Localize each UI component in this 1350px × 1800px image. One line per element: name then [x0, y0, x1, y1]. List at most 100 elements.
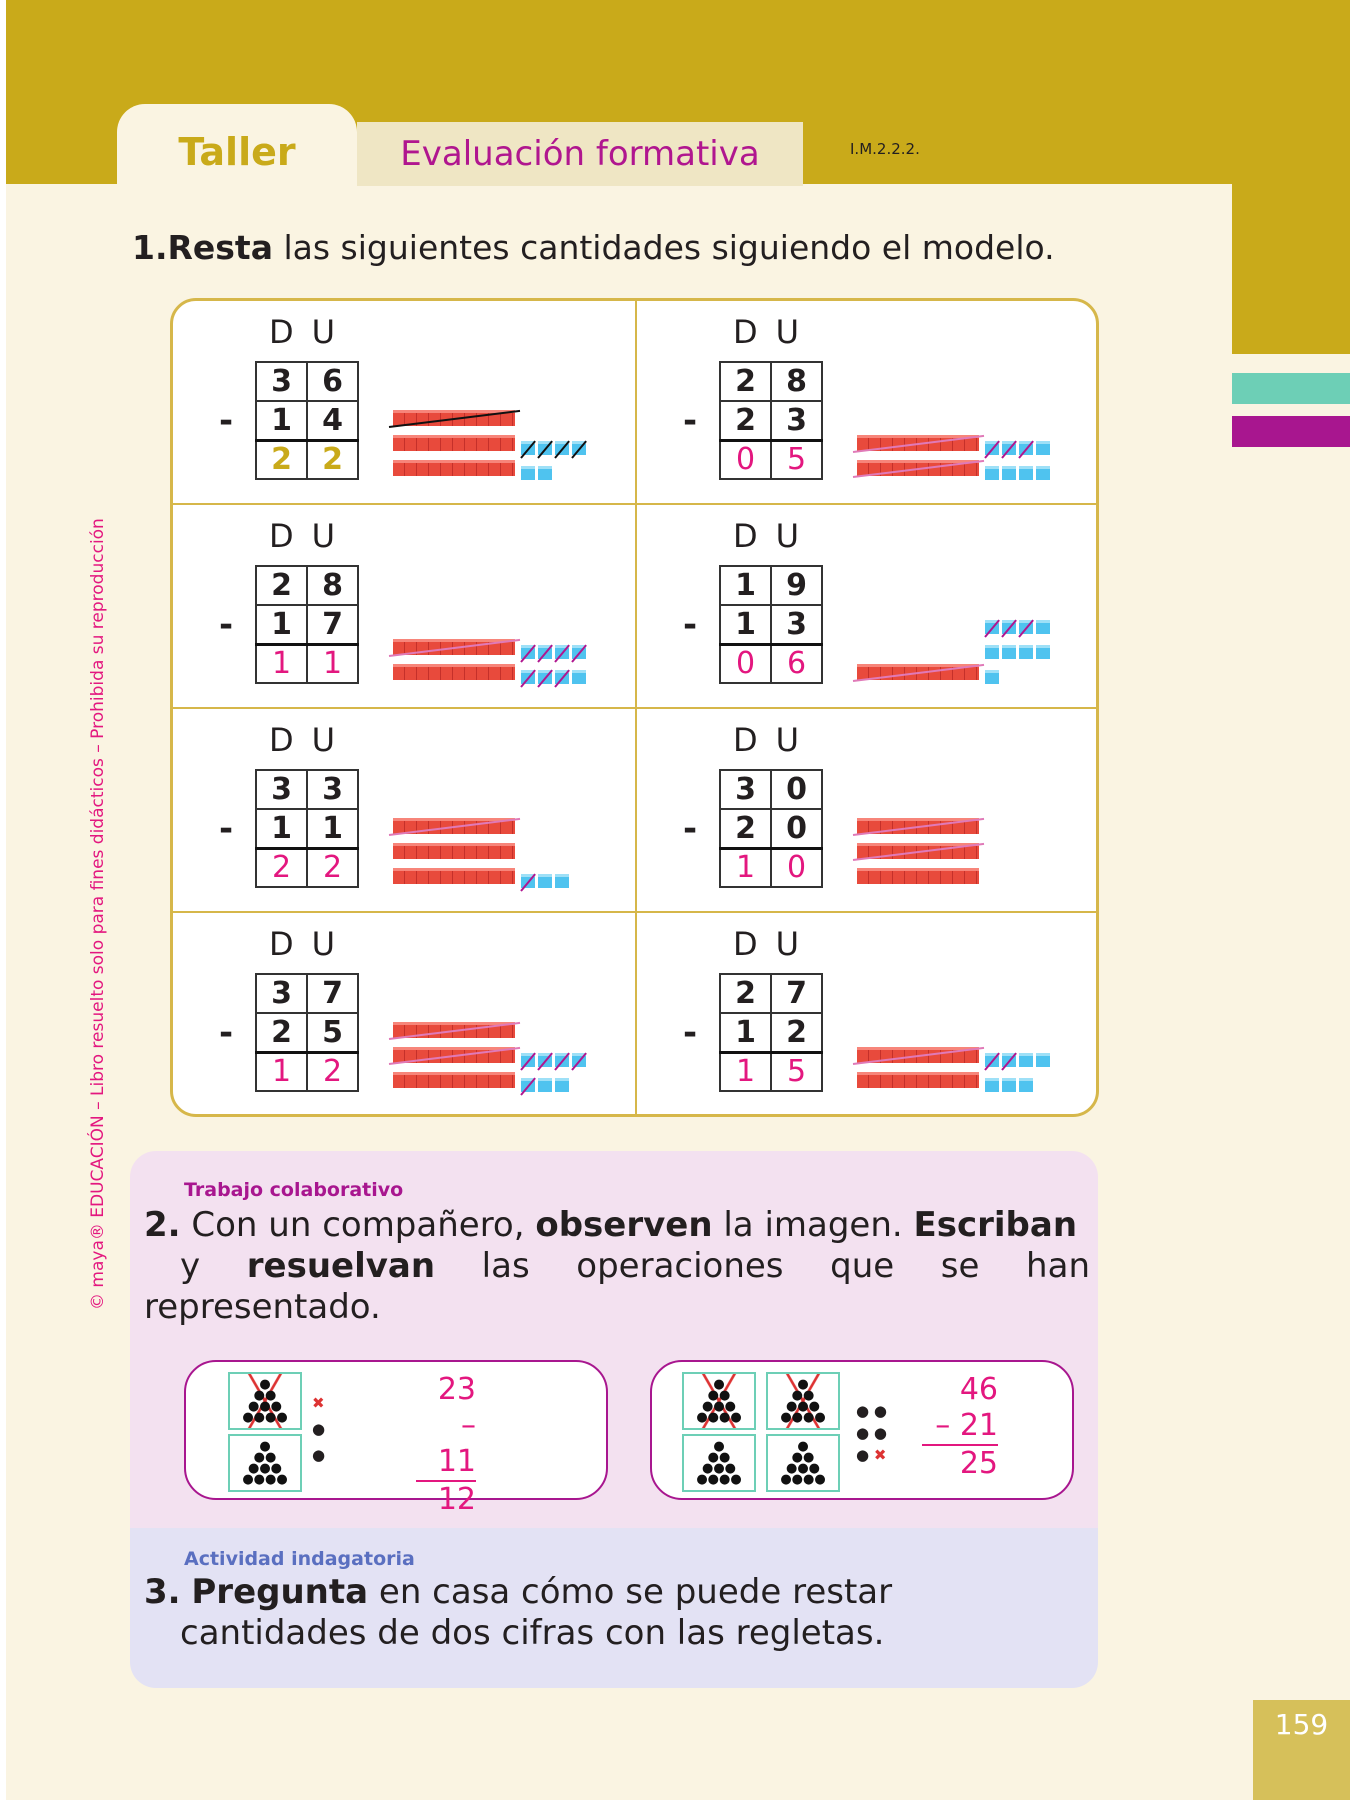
minuend: 23	[437, 1372, 476, 1407]
ten-dots-crossed: ●●●●●●●●●●	[682, 1372, 756, 1430]
minus-sign: -	[683, 605, 698, 645]
unit-cube	[985, 1078, 999, 1092]
minus-sign: -	[219, 1013, 234, 1053]
subtrahend-units: 0	[770, 808, 823, 849]
answer-units: 5	[770, 438, 823, 480]
page-number: 159	[1253, 1700, 1350, 1800]
minuend-tens: 1	[719, 565, 772, 606]
subtrahend-tens: 1	[255, 808, 308, 849]
copyright-note: © maya® EDUCACIÓN – Libro resuelto solo …	[88, 518, 108, 1310]
q-text: Con un compañero,	[191, 1205, 536, 1245]
minus-sign: –	[935, 1408, 951, 1443]
unit-cube	[1036, 645, 1050, 659]
minuend-units: 6	[306, 361, 359, 402]
answer-tens: 2	[255, 438, 308, 480]
unit-cube	[985, 466, 999, 480]
unit-cube	[1019, 1053, 1033, 1067]
unit-cube	[1019, 645, 1033, 659]
minuend-tens: 2	[719, 361, 772, 402]
base-ten-blocks	[388, 381, 623, 491]
subtrahend-tens: 1	[719, 604, 772, 645]
inquiry-section: Actividad indagatoria 3. Pregunta en cas…	[130, 1528, 1098, 1688]
answer-tens: 2	[255, 846, 308, 888]
answer-units: 0	[770, 846, 823, 888]
ten-dots: ●●●●●●●●●●	[682, 1434, 756, 1492]
q-number: 1.	[132, 228, 168, 267]
subtrahend-units: 5	[306, 1012, 359, 1053]
answer-tens: 1	[719, 846, 772, 888]
ten-rod	[393, 1072, 515, 1088]
unit-dots: ● ●● ●● ✖	[856, 1402, 887, 1464]
unit-cube	[1019, 1078, 1033, 1092]
minuend-units: 3	[306, 769, 359, 810]
ten-dots: ●●●●●●●●●●	[228, 1434, 302, 1492]
place-value-header: DU	[733, 721, 818, 759]
unit-cube	[1036, 466, 1050, 480]
unit-cube	[521, 466, 535, 480]
base-ten-blocks	[388, 789, 623, 899]
ten-dots-crossed: ●●●●●●●●●●	[228, 1372, 302, 1430]
page-edge	[0, 0, 6, 1800]
place-value-header: DU	[733, 517, 818, 555]
answer-tens: 1	[719, 1050, 772, 1092]
ten-rod	[393, 868, 515, 884]
subtrahend-units: 3	[770, 604, 823, 645]
minuend-tens: 2	[255, 565, 308, 606]
answer-tens: 1	[255, 1050, 308, 1092]
subtrahend-units: 4	[306, 400, 359, 441]
answer-units: 1	[306, 642, 359, 684]
ten-rod	[393, 435, 515, 451]
unit-dots: ✖●●	[312, 1394, 326, 1464]
minus-sign: -	[683, 401, 698, 441]
question-2: 2. Con un compañero, observen la imagen.…	[144, 1205, 1090, 1328]
minuend-tens: 3	[255, 769, 308, 810]
magenta-marker	[1232, 416, 1350, 447]
unit-cube	[1036, 1053, 1050, 1067]
answer-units: 2	[306, 438, 359, 480]
minus-sign: -	[219, 401, 234, 441]
base-ten-blocks	[852, 585, 1087, 695]
minus-sign: –	[461, 1408, 476, 1443]
operation-box-2: ●●●●●●●●●● ●●●●●●●●●● ●●●●●●●●●● ●●●●●●●…	[650, 1360, 1074, 1500]
unit-cube	[538, 1078, 552, 1092]
ten-dots: ●●●●●●●●●●	[766, 1434, 840, 1492]
minuend: 46	[959, 1372, 998, 1407]
unit-cube	[1002, 1078, 1016, 1092]
base-ten-blocks	[388, 585, 623, 695]
subtrahend: 11	[437, 1444, 476, 1479]
unit-cube	[538, 466, 552, 480]
subtrahend: 21	[959, 1408, 998, 1443]
result: 12	[416, 1480, 476, 1518]
q-text: en casa cómo se puede restar cantidades …	[180, 1572, 893, 1653]
place-value-header: DU	[269, 517, 354, 555]
subtrahend-units: 3	[770, 400, 823, 441]
q-verb: Escriban	[913, 1205, 1078, 1245]
answer-tens: 1	[255, 642, 308, 684]
unit-cube	[985, 645, 999, 659]
ten-rod	[857, 1072, 979, 1088]
minuend-tens: 3	[255, 973, 308, 1014]
subtrahend-units: 7	[306, 604, 359, 645]
tab-evaluacion: Evaluación formativa	[357, 122, 803, 186]
minuend-tens: 3	[719, 769, 772, 810]
q-text: y	[180, 1246, 247, 1286]
q-verb: Pregunta	[191, 1572, 369, 1612]
ten-rod	[857, 868, 979, 884]
place-value-header: DU	[733, 313, 818, 351]
unit-cube	[538, 874, 552, 888]
base-ten-blocks	[388, 993, 623, 1103]
answer-tens: 0	[719, 642, 772, 684]
unit-cube	[985, 670, 999, 684]
